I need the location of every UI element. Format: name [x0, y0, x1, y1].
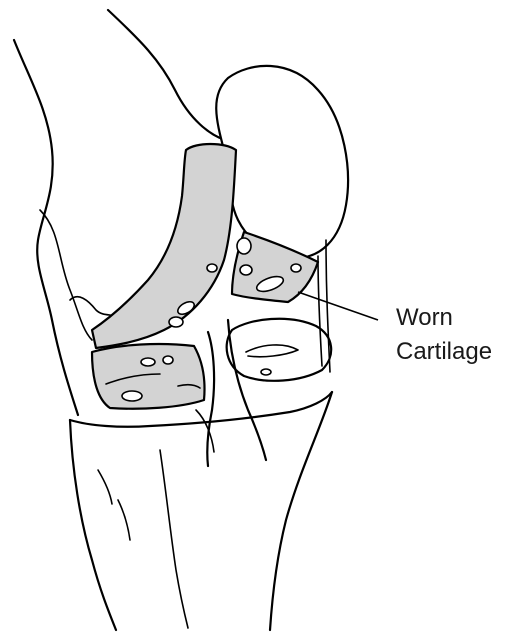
- annotation-leader-line: [298, 292, 378, 320]
- femur-left-contour: [14, 40, 78, 415]
- wear-spot: [207, 264, 217, 272]
- tibia-shadow-stroke: [98, 470, 112, 504]
- tibia-shadow-stroke: [118, 500, 130, 540]
- wear-spot: [163, 356, 173, 364]
- femur-fold-line: [40, 210, 92, 340]
- wear-spot: [141, 358, 155, 366]
- annotation-label-line-2: Cartilage: [396, 336, 492, 368]
- wear-spot: [261, 369, 271, 375]
- wear-spot: [240, 265, 252, 275]
- femur-inner-contour: [108, 10, 225, 140]
- wear-spot: [169, 317, 183, 327]
- lateral-meniscus: [227, 319, 332, 381]
- tibia-left-contour: [70, 420, 116, 630]
- wear-spot: [122, 391, 142, 401]
- femoral-cartilage: [92, 144, 236, 348]
- annotation-label-line-1: Worn: [396, 302, 453, 334]
- wear-spot: [237, 238, 251, 254]
- wear-spot: [291, 264, 301, 272]
- tibial-cartilage: [92, 344, 205, 409]
- tibia-inner-line: [160, 450, 188, 628]
- tibia-right-contour: [270, 392, 332, 630]
